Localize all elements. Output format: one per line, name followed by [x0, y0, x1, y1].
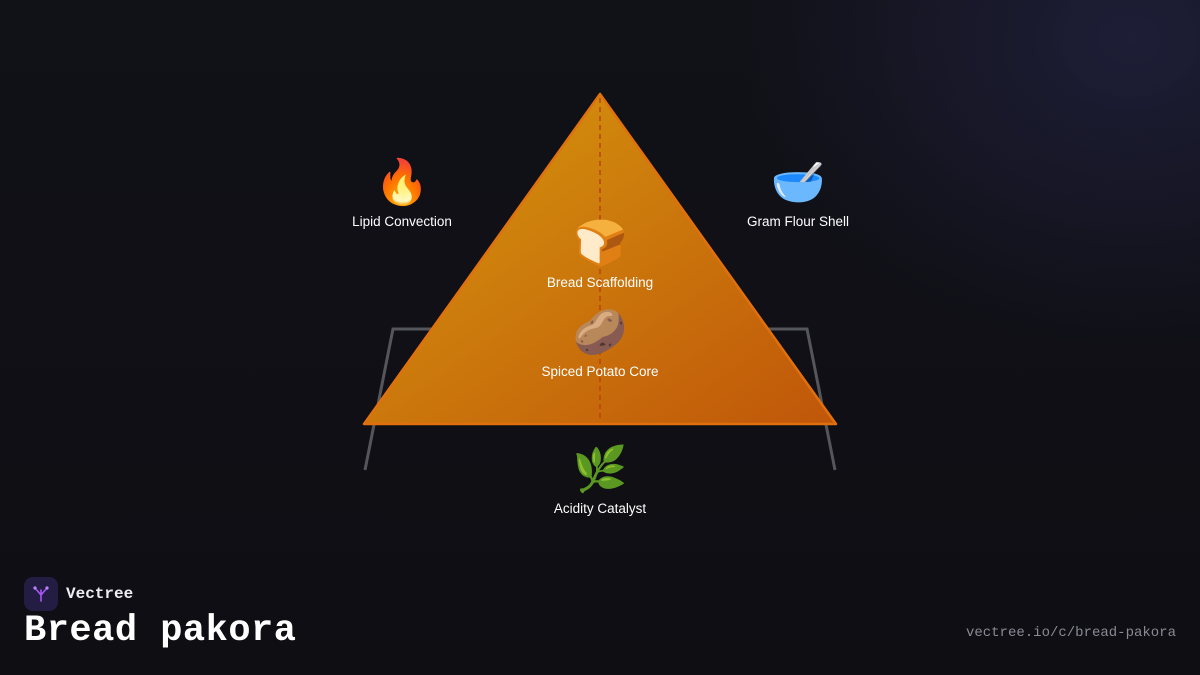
node-label: Gram Flour Shell	[746, 214, 850, 229]
brand-name: Vectree	[66, 585, 134, 603]
bread-icon: 🍞	[572, 218, 628, 269]
brand: Vectree	[24, 577, 133, 611]
potato-icon: 🥔	[572, 307, 628, 358]
node-label: Lipid Convection	[352, 214, 452, 229]
flavor-triangle	[362, 92, 838, 426]
node-label: Bread Scaffolding	[546, 275, 654, 290]
node-lipid-convection: 🔥 Lipid Convection	[302, 157, 502, 230]
node-bread-scaffolding: 🍞 Bread Scaffolding	[500, 218, 700, 291]
node-label: Acidity Catalyst	[553, 501, 647, 516]
node-gram-flour-shell: 🥣 Gram Flour Shell	[698, 157, 898, 230]
node-acidity-catalyst: 🌿 Acidity Catalyst	[500, 444, 700, 517]
page-title: Bread pakora	[24, 610, 297, 652]
node-label: Spiced Potato Core	[541, 364, 659, 379]
tree-branch-icon	[24, 577, 58, 611]
fire-icon: 🔥	[374, 157, 430, 208]
page-url[interactable]: vectree.io/c/bread-pakora	[965, 625, 1176, 641]
herb-icon: 🌿	[572, 444, 628, 495]
node-spiced-potato-core: 🥔 Spiced Potato Core	[500, 307, 700, 380]
bowl-icon: 🥣	[770, 157, 826, 208]
